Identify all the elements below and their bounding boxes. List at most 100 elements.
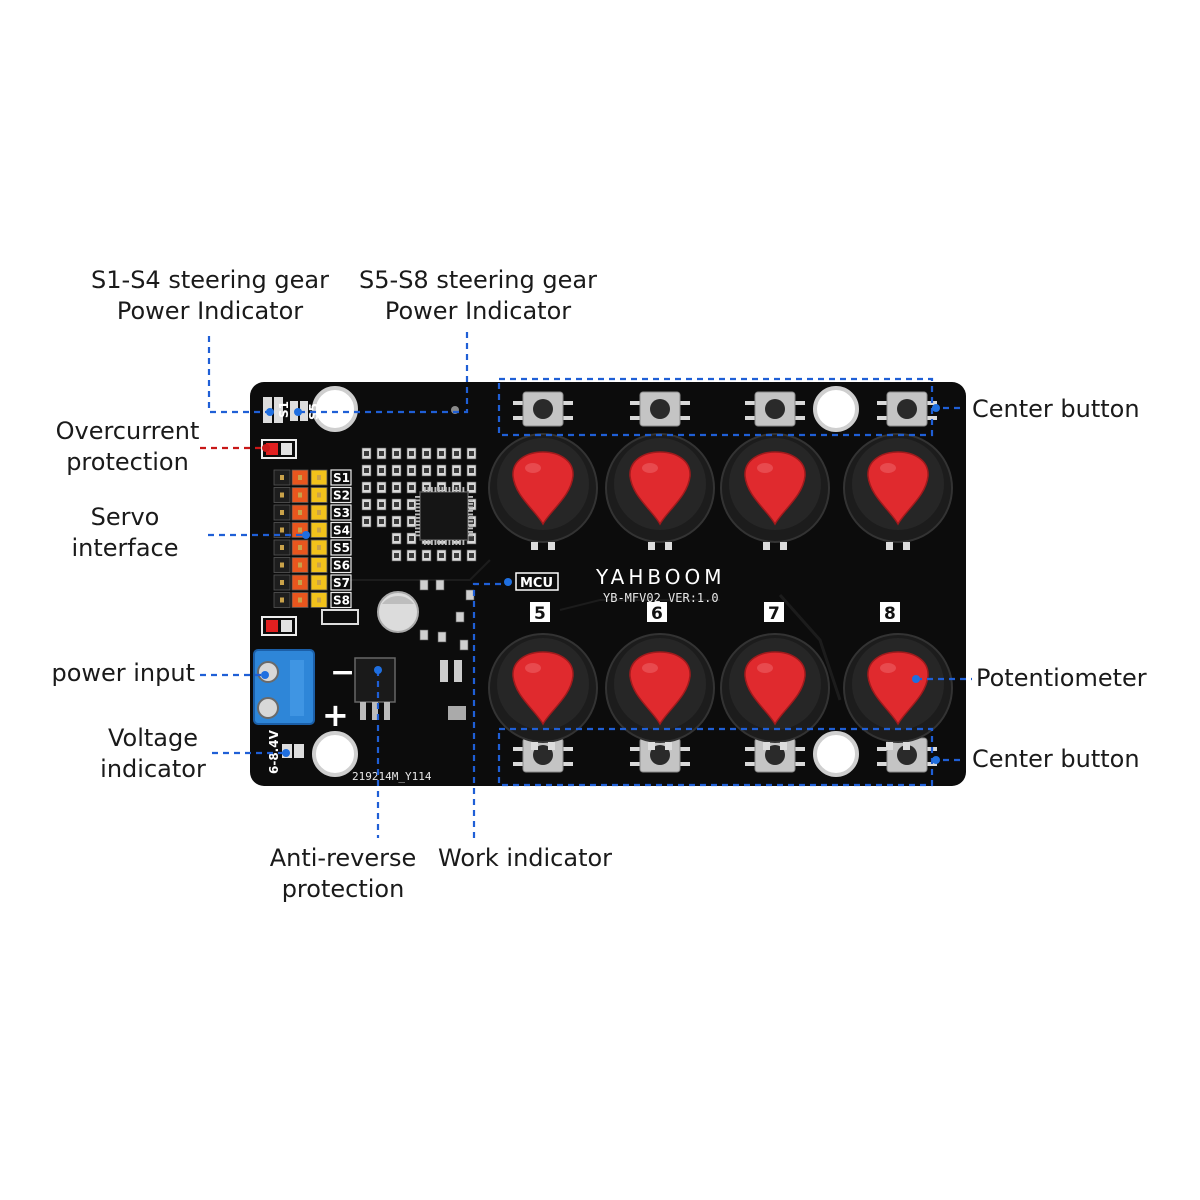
- potentiometer-knob: [605, 633, 715, 750]
- label-center-button-top: Center button: [972, 394, 1140, 425]
- label-work-indicator: Work indicator: [438, 843, 612, 874]
- label-servo-interface: Servo interface: [55, 502, 195, 564]
- servo-pin: [310, 487, 328, 503]
- servo-pin: [273, 504, 291, 521]
- servo-pin: [310, 504, 328, 521]
- leader-s5s8: [298, 332, 469, 414]
- knob-numbers: 5 6 7 8: [530, 602, 900, 624]
- label-s1s4-line2: Power Indicator: [116, 297, 304, 325]
- servo-header: [273, 469, 328, 608]
- servo-pin: [291, 469, 309, 486]
- label-s5s8-power-indicator: S5-S8 steering gear Power Indicator: [338, 265, 618, 327]
- label-potentiometer: Potentiometer: [976, 663, 1147, 694]
- servo-pin: [310, 557, 328, 573]
- servo-pin: [273, 487, 291, 503]
- mcu-label: MCU: [520, 576, 553, 591]
- label-anti-reverse-protection: Anti-reverse protection: [252, 843, 434, 905]
- voltage-mark: 6-8.4V: [267, 729, 281, 774]
- label-center-bottom-text: Center button: [972, 745, 1140, 773]
- servo-port-label: S5: [333, 541, 350, 555]
- label-voltage-line1: Voltage: [107, 724, 199, 752]
- overcurrent-fuse-2: [261, 616, 297, 636]
- servo-pin: [310, 469, 328, 486]
- potentiometer-knobs: [488, 433, 953, 750]
- label-s1s4-power-indicator: S1-S4 steering gear Power Indicator: [72, 265, 348, 327]
- servo-pin: [291, 592, 309, 608]
- mounting-hole-top-right: [813, 386, 859, 432]
- servo-pin: [273, 557, 291, 573]
- mounting-hole-top-left: [312, 386, 358, 432]
- servo-pin: [291, 539, 309, 556]
- mcu-chip: [415, 487, 473, 545]
- servo-port-label: S4: [333, 524, 350, 538]
- label-s5s8-line1: S5-S8 steering gear: [359, 266, 597, 294]
- label-voltage-indicator: Voltage indicator: [78, 723, 228, 785]
- label-servo-line1: Servo: [90, 503, 160, 531]
- label-overcurrent-line1: Overcurrent: [55, 417, 200, 445]
- potentiometer-knob: [720, 433, 830, 550]
- servo-pin: [273, 469, 291, 486]
- servo-pin: [310, 574, 328, 591]
- electrolytic-capacitor: [377, 591, 419, 633]
- potentiometer-knob: [720, 633, 830, 750]
- servo-pin: [310, 592, 328, 608]
- servo-pin: [291, 504, 309, 521]
- mounting-hole-bottom-left: [312, 731, 358, 777]
- potentiometer-knob: [843, 433, 953, 550]
- brand-logo-text: YAHBOOM: [595, 565, 726, 589]
- label-center-top-text: Center button: [972, 395, 1140, 423]
- knob-number: 8: [884, 604, 896, 624]
- buttons-top-row: [513, 391, 937, 427]
- label-s1s4-line1: S1-S4 steering gear: [91, 266, 329, 294]
- leader-s1s4: [207, 336, 270, 414]
- plus-mark: +: [322, 696, 349, 734]
- power-terminal: [253, 649, 315, 725]
- tactile-button: [745, 391, 805, 427]
- anti-reverse-mosfet: [354, 657, 396, 720]
- label-servo-line2: interface: [71, 534, 179, 562]
- servo-pin: [273, 539, 291, 556]
- tactile-button: [513, 391, 573, 427]
- potentiometer-knob: [843, 633, 953, 750]
- tactile-button: [630, 391, 690, 427]
- serial-text: 219214M_Y114: [352, 770, 432, 783]
- servo-pin: [310, 522, 328, 538]
- label-center-button-bottom: Center button: [972, 744, 1140, 775]
- mounting-hole-bottom-right: [813, 731, 859, 777]
- servo-port-label: S2: [333, 489, 350, 503]
- servo-pin: [273, 592, 291, 608]
- potentiometer-knob: [488, 433, 598, 550]
- model-text: YB-MFV02 VER:1.0: [603, 591, 719, 605]
- knob-number: 5: [534, 604, 546, 624]
- leader-work: [472, 582, 508, 838]
- label-power-input: power input: [20, 658, 195, 689]
- servo-port-label: S3: [333, 506, 350, 520]
- knob-number: 6: [651, 604, 663, 624]
- tactile-button: [877, 391, 937, 427]
- label-s5s8-line2: Power Indicator: [384, 297, 572, 325]
- led-mark-s1: S1: [277, 401, 291, 418]
- label-overcurrent-line2: protection: [66, 448, 189, 476]
- label-power-input-text: power input: [51, 659, 195, 687]
- servo-pin: [291, 487, 309, 503]
- center-button-box-bottom: [497, 727, 934, 787]
- servo-port-label: S1: [333, 471, 350, 485]
- label-overcurrent-protection: Overcurrent protection: [40, 416, 215, 478]
- center-button-box-top: [497, 377, 934, 437]
- servo-pin: [273, 522, 291, 538]
- servo-port-label: S7: [333, 576, 350, 590]
- servo-pin: [310, 539, 328, 556]
- label-anti-reverse-line1: Anti-reverse: [269, 844, 417, 872]
- potentiometer-knob: [488, 633, 598, 750]
- knob-number: 7: [768, 604, 780, 624]
- label-anti-reverse-line2: protection: [281, 875, 405, 903]
- potentiometer-knob: [605, 433, 715, 550]
- servo-port-label: S8: [333, 594, 350, 608]
- minus-mark: −: [330, 655, 355, 690]
- label-work-text: Work indicator: [438, 844, 613, 872]
- label-potentiometer-text: Potentiometer: [976, 664, 1147, 692]
- servo-pin: [291, 574, 309, 591]
